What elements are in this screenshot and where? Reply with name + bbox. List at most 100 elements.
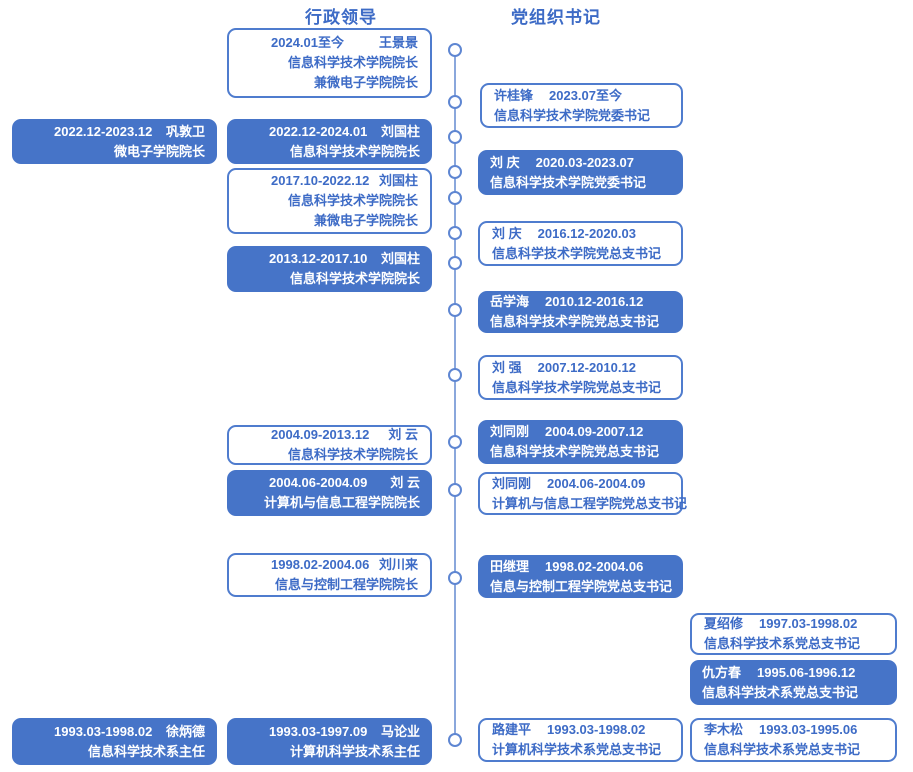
- card-date: 1993.03-1997.09: [269, 723, 368, 739]
- card-title: 计算机与信息工程学院院长: [263, 495, 420, 510]
- card-name: 刘国柱: [380, 251, 420, 266]
- card-date: 1995.06-1996.12: [757, 664, 856, 680]
- card-name: 李木松: [704, 722, 744, 737]
- card-title: 信息科学技术学院党委书记: [494, 107, 651, 123]
- party-card: 李木松 1993.03-1995.06 信息科学技术系党总支书记: [690, 718, 897, 762]
- card-title: 微电子学院院长: [113, 143, 205, 159]
- card-date: 1993.03-1995.06: [759, 722, 858, 737]
- timeline-node: [448, 435, 462, 449]
- column-header-admin: 行政领导: [305, 8, 377, 27]
- card-date: 1993.03-1998.02: [547, 722, 646, 737]
- card-title-secondary: 兼微电子学院院长: [313, 213, 418, 228]
- admin-card: 2004.06-2004.09 刘 云 计算机与信息工程学院院长: [227, 470, 432, 516]
- column-header-party: 党组织书记: [511, 8, 601, 27]
- card-name: 刘川来: [378, 557, 418, 572]
- card-name: 徐炳德: [165, 723, 205, 739]
- card-date: 2004.09-2013.12: [271, 427, 370, 442]
- card-date: 1998.02-2004.06: [271, 557, 370, 572]
- party-card: 路建平 1993.03-1998.02 计算机科学技术系党总支书记: [478, 718, 683, 762]
- card-name: 岳学海: [490, 294, 530, 309]
- timeline-node: [448, 165, 462, 179]
- card-title: 信息与控制工程学院党总支书记: [490, 578, 673, 594]
- card-date: 2020.03-2023.07: [535, 154, 634, 170]
- party-card: 许桂锋 2023.07至今 信息科学技术学院党委书记: [480, 83, 683, 128]
- card-date: 2007.12-2010.12: [537, 359, 636, 375]
- card-name: 刘同刚: [490, 424, 530, 439]
- card-title: 信息科学技术系党总支书记: [704, 742, 861, 757]
- card-date: 2017.10-2022.12: [271, 173, 370, 188]
- card-date: 2022.12-2024.01: [269, 123, 368, 139]
- admin-card: 2024.01至今王景景 信息科学技术学院院长 兼微电子学院院长: [227, 28, 432, 98]
- timeline-node: [448, 571, 462, 585]
- timeline-node: [448, 368, 462, 382]
- card-title: 信息科学技术学院党委书记: [490, 174, 647, 190]
- timeline-node: [448, 130, 462, 144]
- admin-card: 1998.02-2004.06 刘川来 信息与控制工程学院院长: [227, 553, 432, 597]
- party-card: 刘 庆 2016.12-2020.03 信息科学技术学院党总支书记: [478, 221, 683, 266]
- card-name: 刘国柱: [380, 123, 420, 139]
- card-date: 2004.09-2007.12: [545, 424, 644, 439]
- card-name: 刘同刚: [492, 475, 532, 491]
- party-card: 刘 强 2007.12-2010.12 信息科学技术学院党总支书记: [478, 355, 683, 400]
- card-title-secondary: 兼微电子学院院长: [313, 75, 418, 90]
- card-name: 巩敦卫: [165, 123, 205, 139]
- card-date: 1998.02-2004.06: [545, 558, 644, 574]
- card-name: 刘 云: [388, 427, 418, 442]
- card-title: 计算机科学技术系主任: [289, 743, 420, 759]
- admin-card: 1993.03-1997.09 马论业 计算机科学技术系主任: [227, 718, 432, 765]
- party-card: 刘同刚 2004.06-2004.09 计算机与信息工程学院党总支书记: [478, 472, 688, 515]
- card-name: 刘 庆: [490, 154, 520, 170]
- card-name: 刘 强: [492, 359, 522, 375]
- card-name: 刘 云: [390, 475, 420, 490]
- card-date: 2016.12-2020.03: [537, 225, 636, 241]
- card-date: 2013.12-2017.10: [269, 251, 368, 266]
- card-date: 1993.03-1998.02: [54, 723, 153, 739]
- party-card: 刘 庆 2020.03-2023.07 信息科学技术学院党委书记: [478, 150, 683, 195]
- timeline-node: [448, 733, 462, 747]
- card-name: 路建平: [492, 722, 532, 737]
- admin-card: 1993.03-1998.02 徐炳德 信息科学技术系主任: [12, 718, 217, 765]
- card-date: 2004.06-2004.09: [269, 475, 368, 490]
- card-title: 计算机科学技术系党总支书记: [492, 742, 662, 757]
- card-title: 信息科学技术学院党总支书记: [492, 245, 662, 261]
- card-date: 2010.12-2016.12: [545, 294, 644, 309]
- card-date: 2004.06-2004.09: [547, 475, 646, 491]
- card-title: 计算机与信息工程学院党总支书记: [492, 495, 688, 511]
- card-title: 信息科学技术学院党总支书记: [492, 379, 662, 395]
- admin-card: 2022.12-2023.12 巩敦卫 微电子学院院长: [12, 119, 217, 164]
- card-title: 信息科学技术系党总支书记: [702, 684, 859, 700]
- card-date: 1997.03-1998.02: [759, 616, 858, 631]
- card-name: 王景景: [378, 35, 418, 50]
- admin-card: 2013.12-2017.10 刘国柱 信息科学技术学院院长: [227, 246, 432, 292]
- card-name: 许桂锋: [494, 87, 534, 103]
- timeline-line: [454, 50, 456, 740]
- timeline-node: [448, 191, 462, 205]
- card-name: 马论业: [380, 723, 420, 739]
- card-name: 刘国柱: [378, 173, 418, 188]
- card-date: 2022.12-2023.12: [54, 123, 153, 139]
- card-title: 信息科学技术学院党总支书记: [490, 444, 660, 459]
- card-name: 夏绍修: [704, 616, 744, 631]
- timeline-node: [448, 226, 462, 240]
- card-date: 2024.01至今: [271, 35, 344, 50]
- card-name: 仇方春: [702, 664, 742, 680]
- party-card: 夏绍修 1997.03-1998.02 信息科学技术系党总支书记: [690, 613, 897, 655]
- card-date: 2023.07至今: [549, 87, 623, 103]
- card-title: 信息与控制工程学院院长: [274, 577, 418, 592]
- timeline-node: [448, 303, 462, 317]
- timeline-node: [448, 483, 462, 497]
- timeline-node: [448, 95, 462, 109]
- card-title: 信息科学技术系主任: [87, 743, 205, 759]
- card-title: 信息科学技术学院院长: [289, 271, 420, 286]
- card-title: 信息科学技术系党总支书记: [704, 636, 861, 651]
- party-card: 刘同刚 2004.09-2007.12 信息科学技术学院党总支书记: [478, 420, 683, 464]
- card-name: 刘 庆: [492, 225, 522, 241]
- timeline-node: [448, 256, 462, 270]
- timeline-node: [448, 43, 462, 57]
